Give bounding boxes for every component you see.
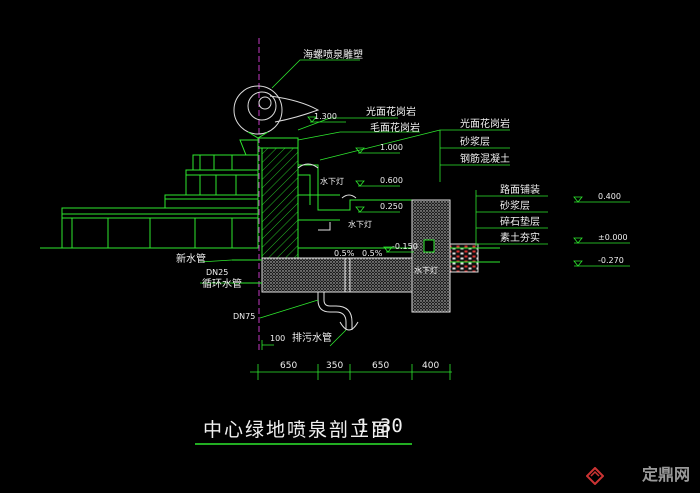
label-mortar-1: 砂浆层 — [460, 137, 490, 148]
label-dn75: DN75 — [233, 312, 256, 321]
tag-light-3: 水下灯 — [414, 266, 438, 275]
label-new-pipe: 新水管 — [176, 254, 206, 265]
elev-rneg0270: -0.270 — [598, 256, 624, 265]
label-rc-concrete: 钢筋混凝土 — [460, 154, 510, 165]
elev-0600: 0.600 — [380, 176, 403, 185]
nozzles — [297, 163, 357, 231]
conch-sculpture-shape — [233, 85, 320, 139]
elev-1300: 1.300 — [314, 112, 337, 121]
column-cap — [257, 137, 299, 149]
elev-neg0150: -0.150 — [392, 242, 418, 251]
label-dn25: DN25 — [206, 268, 229, 277]
elev-0250: 0.250 — [380, 202, 403, 211]
dim-2: 350 — [326, 361, 344, 371]
tag-light-1: 水下灯 — [320, 177, 344, 186]
watermark-text: 定鼎网 — [641, 465, 690, 484]
watermark-logo-icon — [586, 467, 604, 485]
slope-1: 0.5% — [334, 249, 355, 258]
dim-3: 650 — [372, 361, 390, 371]
concrete-wall-right — [411, 199, 451, 313]
tag-light-2: 水下灯 — [348, 220, 372, 229]
elev-r0400: 0.400 — [598, 192, 621, 201]
elevation-markers — [307, 116, 630, 267]
slope-2: 0.5% — [362, 249, 383, 258]
elev-r0000: ±0.000 — [598, 233, 628, 242]
drawing-scale: 1:30 — [357, 415, 403, 437]
label-road-paving: 路面铺装 — [500, 185, 540, 196]
label-rough-granite: 毛面花岗岩 — [370, 123, 420, 134]
label-polished-granite-1: 光面花岗岩 — [366, 107, 416, 118]
pipes — [317, 258, 359, 331]
label-mortar-2: 砂浆层 — [500, 201, 530, 212]
label-compacted-soil: 素土夯实 — [500, 233, 540, 244]
label-gravel: 碎石垫层 — [500, 217, 540, 228]
dim-4: 400 — [422, 361, 440, 371]
dim-100: 100 — [270, 334, 286, 343]
elev-1000: 1.000 — [380, 143, 403, 152]
drawing-title: 中心绿地喷泉剖立面 — [203, 419, 393, 441]
label-polished-granite-2: 光面花岗岩 — [460, 119, 510, 130]
label-sculpture: 海螺喷泉雕塑 — [303, 50, 363, 61]
label-circ-pipe: 循环水管 — [202, 279, 242, 290]
wall-opening — [423, 239, 435, 253]
dim-1: 650 — [280, 361, 298, 371]
paving-layers — [449, 243, 479, 273]
dimension-line — [250, 340, 452, 380]
column-hatch — [261, 147, 299, 259]
leader-lines — [199, 59, 548, 347]
fountain-tiers — [40, 139, 259, 249]
label-drain-pipe: 排污水管 — [292, 333, 332, 344]
